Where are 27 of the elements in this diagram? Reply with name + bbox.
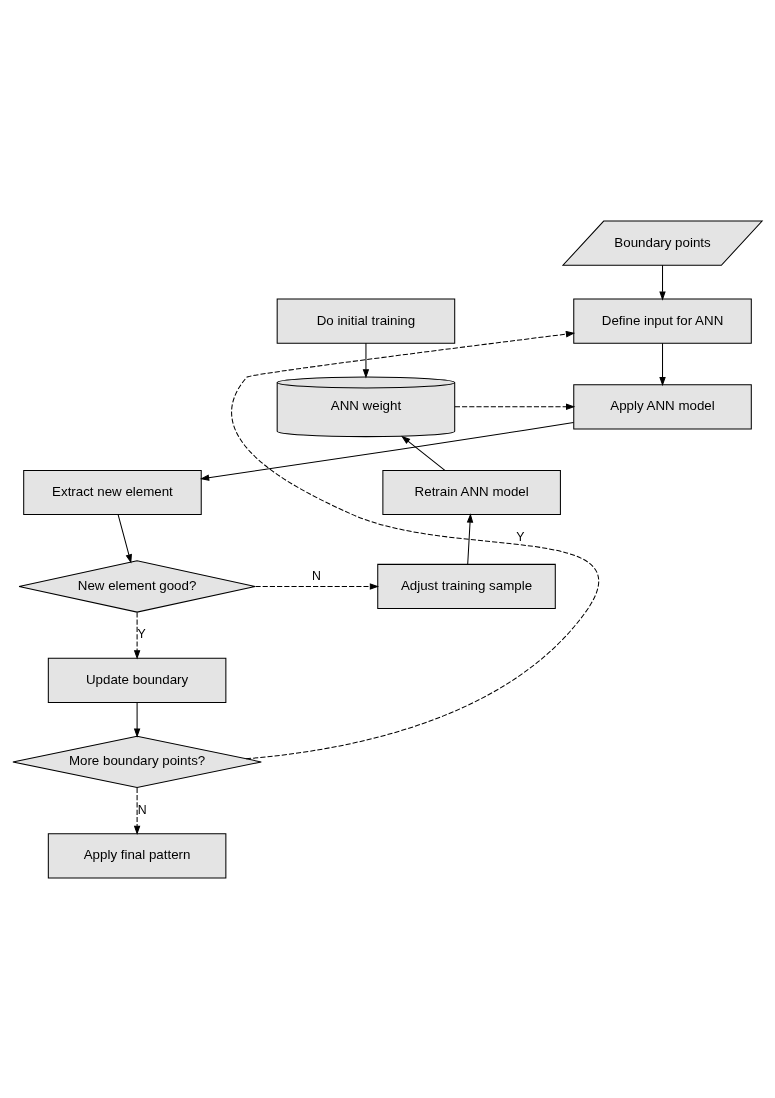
node-diamond: New element good?	[18, 559, 256, 613]
arrow	[401, 435, 446, 471]
arrow	[133, 701, 141, 738]
node-box: Adjust training sample	[377, 563, 556, 609]
node-box: Do initial training	[276, 298, 456, 344]
node-box: Retrain ANN model	[382, 469, 561, 515]
node-box: Apply final pattern	[47, 832, 227, 878]
arrow	[362, 342, 370, 378]
arrow	[255, 582, 380, 590]
edge-label: Y	[137, 626, 146, 641]
node-box: Apply ANN model	[573, 383, 752, 429]
arrow	[659, 264, 666, 301]
arrow	[454, 403, 576, 410]
arrow	[133, 611, 141, 660]
arrow	[199, 421, 575, 481]
node-box: Update boundary	[47, 657, 227, 703]
arrow	[659, 342, 666, 386]
edge-label: Y	[516, 529, 525, 544]
node-box: Define input for ANN	[573, 298, 752, 344]
node-diamond: More boundary points?	[12, 735, 262, 788]
arrow	[133, 787, 141, 835]
arrow	[466, 512, 474, 565]
edge-label: N	[137, 802, 147, 817]
arrow	[231, 330, 599, 759]
arrow	[117, 513, 132, 563]
edge-label: N	[311, 568, 321, 583]
node-box: Extract new element	[23, 469, 202, 515]
